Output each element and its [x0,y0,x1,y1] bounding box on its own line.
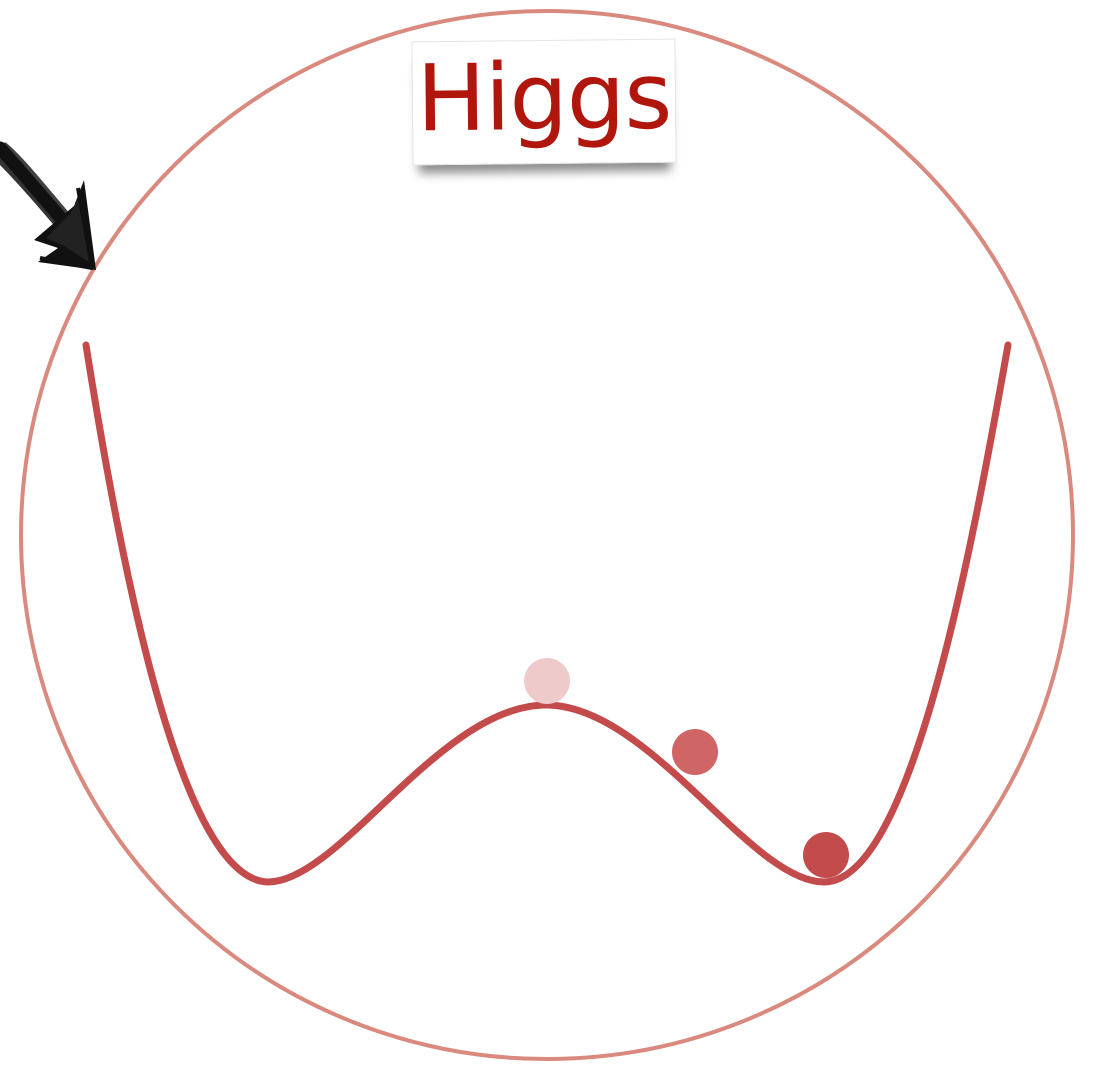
title-card: Higgs [411,38,677,166]
diagram-title: Higgs [416,42,672,153]
ball-mid-icon [672,729,718,775]
ball-bottom-icon [803,832,849,878]
boundary-circle [19,9,1075,1061]
hand-drawn-arrow-icon [0,141,96,270]
ball-top-icon [524,658,570,704]
potential-curve [82,341,1012,886]
